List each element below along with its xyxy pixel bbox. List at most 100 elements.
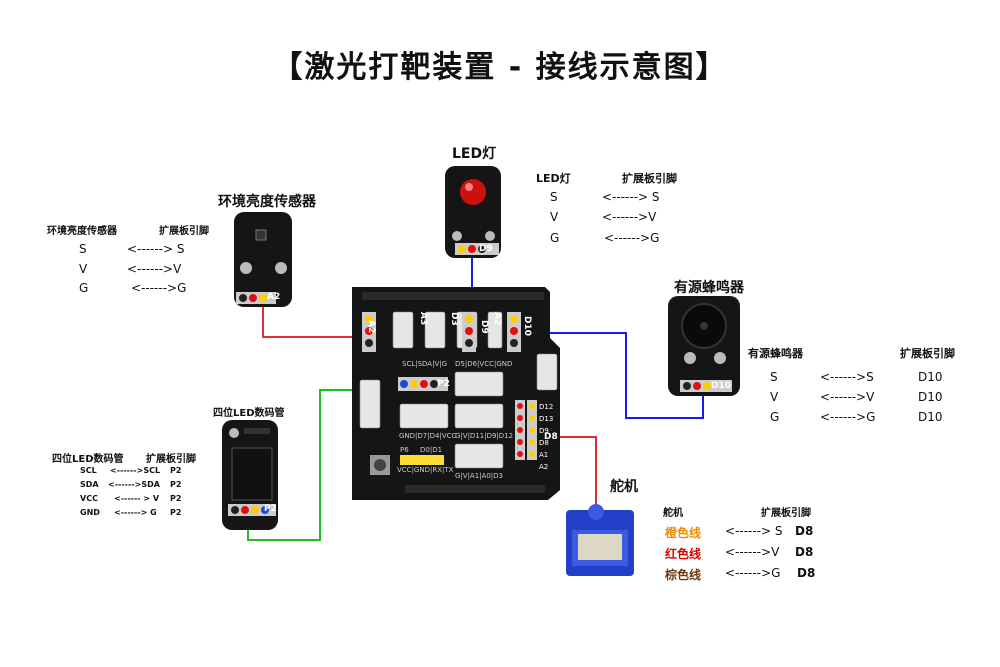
wire-color-orange: 橙色线 bbox=[665, 526, 702, 540]
table-cell: D10 bbox=[918, 410, 943, 424]
board-vcc-row-label: VCC|GND|RX|TX bbox=[397, 466, 454, 474]
table-cell: <------>V bbox=[725, 545, 780, 559]
table-header: 扩展板引脚 bbox=[622, 172, 677, 185]
port-p2-label: P2 bbox=[437, 379, 450, 389]
table-cell: <------> S bbox=[725, 524, 783, 538]
table-cell: SCL bbox=[80, 466, 97, 475]
board-row1-label: SCL|SDA|V|G bbox=[402, 360, 448, 368]
display-port: P2 bbox=[264, 504, 277, 514]
light-sensor-title: 环境亮度传感器 bbox=[218, 194, 316, 210]
port-a3-label: A3 bbox=[418, 312, 428, 326]
port-a2-label: A2 bbox=[366, 320, 376, 334]
light-sensor-port: A2 bbox=[267, 292, 281, 302]
table-cell: <------> S bbox=[602, 190, 660, 204]
table-cell: GND bbox=[80, 508, 100, 517]
table-cell: <------>V bbox=[820, 390, 875, 404]
table-cell: <------>G bbox=[820, 410, 876, 424]
pin-label: A1 bbox=[539, 451, 549, 459]
table-cell: S bbox=[550, 190, 558, 204]
board-row2-label: D5|D6|VCC|GND bbox=[455, 360, 513, 368]
table-cell: G bbox=[770, 410, 780, 424]
port-d10-label: D10 bbox=[522, 316, 532, 336]
table-cell: P2 bbox=[170, 480, 182, 489]
led-module bbox=[445, 166, 501, 258]
table-cell: <------>V bbox=[602, 210, 657, 224]
board-row5-label: G|V|A1|A0|D3 bbox=[455, 472, 503, 480]
led-port: D9 bbox=[479, 244, 493, 254]
wire-display bbox=[247, 389, 410, 541]
table-cell: S bbox=[79, 242, 87, 256]
table-cell: <------>SDA bbox=[108, 480, 160, 489]
pin-label: D8 bbox=[539, 439, 549, 447]
table-header: 扩展板引脚 bbox=[761, 508, 811, 519]
buzzer-table: 有源蜂鸣器 扩展板引脚 S <------>S D10 V <------>V … bbox=[748, 345, 968, 425]
table-cell: D8 bbox=[797, 566, 816, 580]
wire-color-brown: 棕色线 bbox=[665, 568, 702, 582]
table-header: 有源蜂鸣器 bbox=[748, 347, 803, 360]
servo-module bbox=[566, 504, 634, 576]
pin-label: D12 bbox=[539, 403, 554, 411]
table-cell: <------>S bbox=[820, 370, 874, 384]
table-cell: G bbox=[79, 281, 89, 295]
display-table: 四位LED数码管 扩展板引脚 SCL <------>SCL P2 SDA <-… bbox=[52, 450, 202, 522]
table-header: LED灯 bbox=[536, 172, 571, 185]
table-cell: <------ > V bbox=[114, 494, 160, 503]
board-p6-label: P6 bbox=[400, 446, 409, 454]
port-d3-label: D3 bbox=[449, 312, 459, 326]
table-cell: V bbox=[550, 210, 559, 224]
buzzer-port: D10 bbox=[711, 381, 731, 391]
led-table: LED灯 扩展板引脚 S <------> S V <------>V G <-… bbox=[536, 170, 716, 250]
port-d9-label: D9 bbox=[479, 320, 489, 334]
table-cell: D8 bbox=[795, 524, 814, 538]
table-cell: V bbox=[770, 390, 779, 404]
table-cell: <------>G bbox=[604, 231, 660, 245]
table-cell: P2 bbox=[170, 494, 182, 503]
wire-servo bbox=[545, 436, 597, 510]
table-cell: D10 bbox=[918, 390, 943, 404]
page-title: 【激光打靶装置 - 接线示意图】 bbox=[272, 50, 728, 85]
port-a2b-label: A2 bbox=[492, 312, 502, 326]
table-cell: <------>SCL bbox=[110, 466, 161, 475]
table-cell: V bbox=[79, 262, 88, 276]
table-cell: <------>V bbox=[127, 262, 182, 276]
display-module bbox=[222, 420, 278, 530]
table-cell: <------>G bbox=[131, 281, 187, 295]
servo-title: 舵机 bbox=[610, 479, 638, 495]
table-cell: <------> S bbox=[127, 242, 185, 256]
table-cell: SDA bbox=[80, 480, 99, 489]
display-title: 四位LED数码管 bbox=[213, 408, 285, 419]
table-cell: <------> G bbox=[114, 508, 157, 517]
table-cell: D8 bbox=[795, 545, 814, 559]
table-cell: D10 bbox=[918, 370, 943, 384]
expansion-board bbox=[352, 287, 560, 500]
table-cell: VCC bbox=[80, 494, 98, 503]
board-d0d1-label: D0|D1 bbox=[420, 446, 443, 454]
table-header: 扩展板引脚 bbox=[159, 226, 209, 237]
pin-label: D13 bbox=[539, 415, 554, 423]
table-cell: G bbox=[550, 231, 560, 245]
table-header: 环境亮度传感器 bbox=[47, 226, 117, 237]
table-cell: S bbox=[770, 370, 778, 384]
buzzer-title: 有源蜂鸣器 bbox=[674, 280, 744, 296]
pin-label: A2 bbox=[539, 463, 549, 471]
table-header: 舵机 bbox=[663, 508, 683, 519]
led-title: LED灯 bbox=[452, 146, 497, 162]
wire-light-sensor bbox=[262, 303, 362, 338]
table-cell: P2 bbox=[170, 508, 182, 517]
table-header: 扩展板引脚 bbox=[146, 454, 196, 465]
board-row3-label: GND|D7|D4|VCC bbox=[399, 432, 457, 440]
servo-table: 舵机 扩展板引脚 橙色线 <------> S D8 红色线 <------>V… bbox=[663, 504, 833, 584]
light-sensor-module bbox=[234, 212, 292, 307]
wire-color-red: 红色线 bbox=[665, 547, 702, 561]
table-cell: P2 bbox=[170, 466, 182, 475]
light-sensor-table: 环境亮度传感器 扩展板引脚 S <------> S V <------>V G… bbox=[47, 222, 227, 302]
wire-buzzer bbox=[520, 332, 704, 419]
board-right-pins: D12 D13 D9 D8 A1 A2 bbox=[539, 401, 553, 473]
table-header: 四位LED数码管 bbox=[52, 454, 124, 465]
board-row4-label: G|V|D11|D9|D12 bbox=[455, 432, 514, 440]
port-d8-label: D8 bbox=[544, 432, 558, 442]
table-header: 扩展板引脚 bbox=[900, 347, 955, 360]
pin-label: D9 bbox=[539, 427, 549, 435]
buzzer-module bbox=[668, 296, 740, 396]
